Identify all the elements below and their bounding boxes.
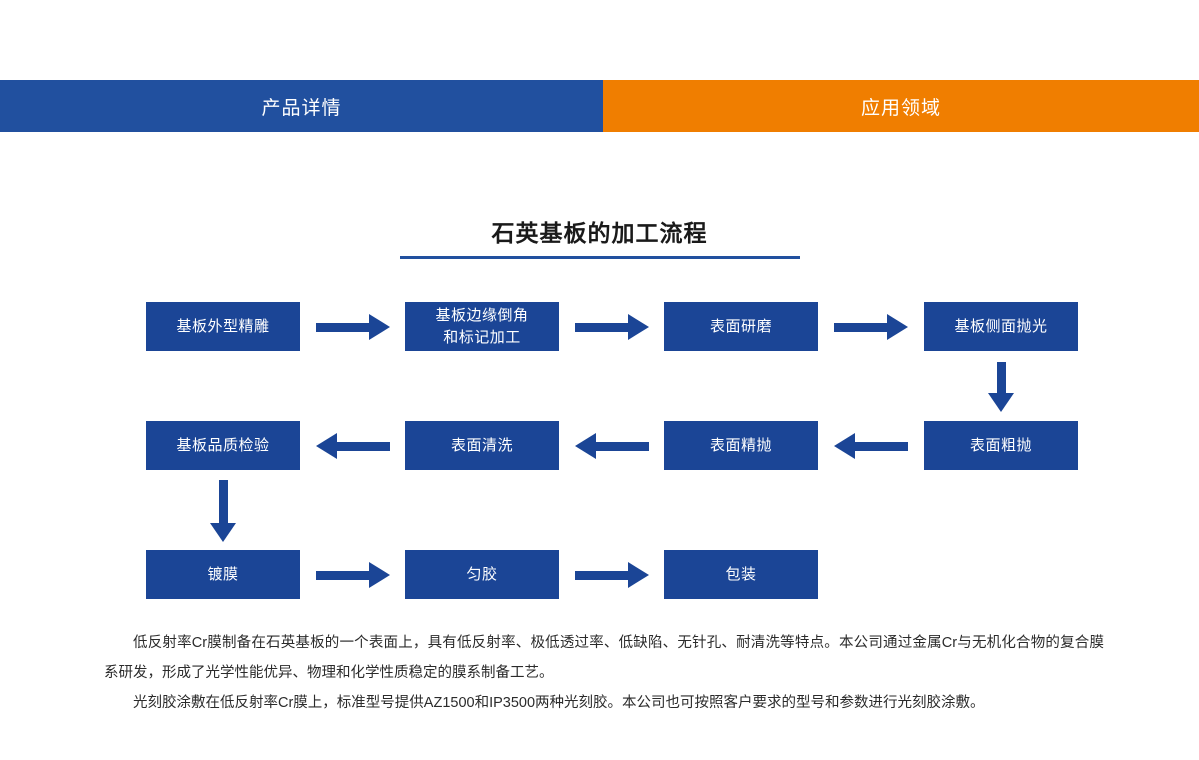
tab-product-details[interactable]: 产品详情 <box>0 80 603 132</box>
tab-product-details-label: 产品详情 <box>261 97 342 119</box>
arrow-down-icon-right <box>988 362 1014 412</box>
tab-application-fields[interactable]: 应用领域 <box>603 80 1199 132</box>
page-title: 石英基板的加工流程 <box>491 220 708 246</box>
arrow-left-icon-r2-3 <box>834 433 908 459</box>
flow-node-label: 基板品质检验 <box>176 436 270 454</box>
flow-node-label: 基板边缘倒角和标记加工 <box>435 306 529 346</box>
arrow-left-icon-r2-1 <box>316 433 390 459</box>
flow-node-r3-1[interactable]: 镀膜 <box>146 550 300 599</box>
description-paragraph-2: 光刻胶涂敷在低反射率Cr膜上，标准型号提供AZ1500和IP3500两种光刻胶。… <box>133 695 985 711</box>
flow-node-r2-2[interactable]: 表面清洗 <box>405 421 559 470</box>
arrow-right-icon-r3-2 <box>575 562 649 588</box>
arrow-right-icon-r3-1 <box>316 562 390 588</box>
flow-node-label: 匀胶 <box>466 565 498 583</box>
arrow-left-icon-r2-2 <box>575 433 649 459</box>
description-copy: 低反射率Cr膜制备在石英基板的一个表面上，具有低反射率、极低透过率、低缺陷、无针… <box>104 628 1104 718</box>
flow-node-label: 基板外型精雕 <box>176 317 270 335</box>
flow-node-r1-4[interactable]: 基板侧面抛光 <box>924 302 1078 351</box>
arrow-right-icon-r1-3 <box>834 314 908 340</box>
section-title-wrap: 石英基板的加工流程 <box>0 218 1199 248</box>
flow-node-r2-1[interactable]: 基板品质检验 <box>146 421 300 470</box>
flow-node-r2-4[interactable]: 表面粗抛 <box>924 421 1078 470</box>
flow-node-r1-2[interactable]: 基板边缘倒角和标记加工 <box>405 302 559 351</box>
flow-node-label: 表面清洗 <box>450 436 513 454</box>
flow-node-label: 表面粗抛 <box>969 436 1032 454</box>
description-paragraph-1: 低反射率Cr膜制备在石英基板的一个表面上，具有低反射率、极低透过率、低缺陷、无针… <box>104 635 1104 681</box>
flow-node-r2-3[interactable]: 表面精抛 <box>664 421 818 470</box>
flow-node-r1-1[interactable]: 基板外型精雕 <box>146 302 300 351</box>
arrow-right-icon-r1-1 <box>316 314 390 340</box>
flow-node-label: 镀膜 <box>207 565 239 583</box>
arrow-down-icon-left <box>210 480 236 542</box>
flow-node-r3-2[interactable]: 匀胶 <box>405 550 559 599</box>
tab-application-fields-label: 应用领域 <box>860 97 941 119</box>
flow-node-label: 表面研磨 <box>709 317 772 335</box>
flow-node-label: 包装 <box>725 565 757 583</box>
flow-node-label: 基板侧面抛光 <box>954 317 1048 335</box>
tab-bar: 产品详情 应用领域 <box>0 80 1199 132</box>
title-underline-rule <box>400 256 800 259</box>
flow-node-label: 表面精抛 <box>709 436 772 454</box>
flow-node-r3-3[interactable]: 包装 <box>664 550 818 599</box>
arrow-right-icon-r1-2 <box>575 314 649 340</box>
flow-node-r1-3[interactable]: 表面研磨 <box>664 302 818 351</box>
